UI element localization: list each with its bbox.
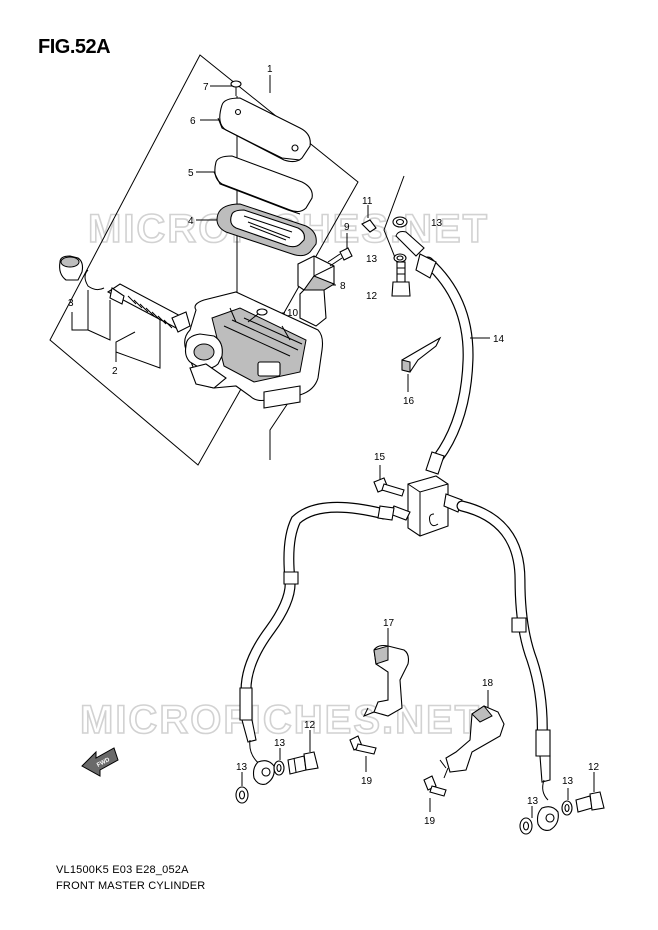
part-18-bracket: [439, 690, 505, 779]
forward-arrow-icon: FWD: [81, 747, 119, 777]
callout-13-lower-right-b: 13: [527, 796, 539, 807]
callout-18: 18: [482, 678, 494, 689]
part-12-bolt-upper: [391, 261, 411, 297]
part-10-screw: [247, 308, 268, 323]
callout-11: 11: [362, 196, 373, 207]
part-8-holder: [297, 255, 336, 327]
figure-title: FIG.52A: [38, 36, 111, 58]
callout-12-lower-right: 12: [588, 762, 600, 773]
callout-numbers: 1 2 3 4 5 6 7 8 9 10 11 12 13 13 14 15 1…: [68, 64, 600, 827]
hose-lower-right: [456, 500, 559, 831]
figure-name: FRONT MASTER CYLINDER: [56, 880, 206, 892]
part-16-clamp: [401, 336, 442, 392]
callout-14: 14: [493, 334, 505, 345]
callout-6: 6: [190, 116, 196, 127]
part-19-bolt-right: [423, 775, 447, 812]
hose-joint-block: [389, 475, 463, 537]
callout-17: 17: [383, 618, 395, 629]
callout-13-lower-right-a: 13: [562, 776, 574, 787]
callout-13-upper-a: 13: [431, 218, 443, 229]
callout-12-upper: 12: [366, 291, 378, 302]
part-9-bolt: [327, 247, 353, 267]
callout-16: 16: [403, 396, 415, 407]
callout-15: 15: [374, 452, 386, 463]
callout-5: 5: [188, 168, 194, 179]
callout-12-lower-left: 12: [304, 720, 316, 731]
part-15-bolt: [373, 465, 405, 497]
callout-8: 8: [340, 281, 346, 292]
part-6-reservoir-cap: [217, 97, 311, 163]
master-cylinder-body: [184, 291, 324, 409]
part-4-diaphragm: [216, 203, 317, 257]
part-12-bolt-lower-left: [287, 730, 319, 775]
callout-13-lower-left-a: 13: [274, 738, 286, 749]
callout-1: 1: [267, 64, 273, 75]
part-circlip: [84, 269, 105, 291]
callout-19-left: 19: [361, 776, 373, 787]
callout-13-lower-left-b: 13: [236, 762, 248, 773]
part-2-piston-set: [106, 283, 191, 333]
callout-9: 9: [344, 222, 350, 233]
part-13-washer-upper: [392, 216, 408, 263]
part-7-screw: [230, 80, 242, 96]
part-13-washer-lower-left: [235, 748, 285, 804]
callout-4: 4: [188, 216, 194, 227]
part-17-bracket: [362, 628, 410, 717]
part-14-hose-upper: [395, 230, 490, 475]
callout-2: 2: [112, 366, 118, 377]
part-13-washer-lower-right: [519, 788, 573, 835]
part-11-cap: [361, 219, 377, 233]
part-19-bolt-left: [349, 735, 377, 772]
hose-lower-left: [239, 501, 395, 785]
callout-13-upper-b: 13: [366, 254, 378, 265]
callout-10: 10: [287, 308, 299, 319]
figure-code: VL1500K5 E03 E28_052A: [56, 864, 189, 876]
part-5-plate: [213, 155, 313, 215]
part-12-bolt-lower-right: [575, 772, 605, 813]
callout-7: 7: [203, 82, 209, 93]
watermark-bottom: MICROFICHES.NET: [80, 698, 481, 742]
callout-3: 3: [68, 298, 74, 309]
callout-19-right: 19: [424, 816, 436, 827]
part-3-boot: [59, 255, 84, 281]
